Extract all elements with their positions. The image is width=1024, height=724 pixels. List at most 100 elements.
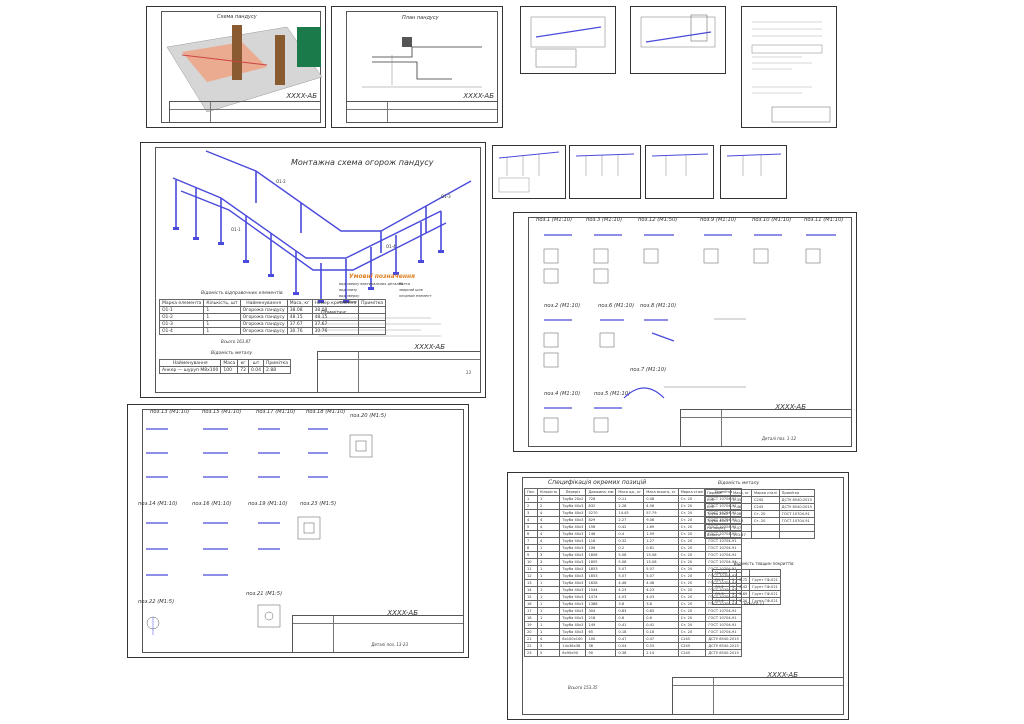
table-cell: Труба 40х3	[559, 516, 587, 524]
table-cell: 5.08	[615, 551, 645, 559]
table-cell: 106	[585, 544, 617, 552]
detail-label: поз.14 (М1:10)	[138, 501, 178, 507]
sheet-specification[interactable]: Специфікація окремих позицій Поз. Кількі…	[507, 472, 849, 720]
table-cell: 0.53	[643, 642, 679, 650]
table-cell: 1	[536, 614, 561, 622]
table-cell: Труба 40х3	[559, 579, 587, 587]
table-cell: ДСТУ 8540:2015	[778, 503, 816, 511]
table-cell: 0.41	[643, 621, 679, 629]
sheet-ramp-render[interactable]: Схема пандусу XXXX-AБ	[146, 6, 326, 128]
table-cell: 1	[524, 495, 538, 503]
sheet-ramp-plan[interactable]: План пандусу XXXX-AБ	[331, 6, 503, 128]
table-cell: ГОСТ 10704-91	[705, 621, 742, 629]
table-cell: ГОСТ 10704-91	[778, 517, 816, 525]
table-cell: 0.6	[615, 614, 645, 622]
table-cell: 4.46	[615, 579, 645, 587]
table-cell: 0.2	[615, 544, 645, 552]
table-cell: 5.07	[615, 572, 645, 580]
thumbnail-elevation-4[interactable]	[720, 145, 787, 199]
sheet-section-b[interactable]	[630, 6, 726, 74]
table-cell: 0.47	[615, 635, 645, 643]
sheet-code: XXXX-AБ	[286, 92, 317, 100]
table-cell: 116	[585, 537, 617, 545]
thumbnail-elevation-2[interactable]	[569, 145, 641, 199]
table-cell: С245	[677, 649, 707, 657]
table-cell: Ст. 20	[677, 565, 707, 573]
table-cell: 1	[536, 579, 561, 587]
table-cell: Примітка	[778, 489, 816, 497]
table-cell: 1	[536, 586, 561, 594]
col-header: Переріз	[559, 488, 587, 496]
table-cell: 18	[524, 614, 538, 622]
table-cell: 6х100х100	[559, 635, 587, 643]
detail-label: поз.1 (М1:10)	[536, 217, 573, 223]
sheet-code: XXXX-AБ	[767, 671, 798, 679]
sheet-details-1-12[interactable]: поз.1 (М1:10) поз.3 (М1:10) поз.12 (М1:5…	[513, 212, 857, 452]
table-cell: 23	[524, 649, 538, 657]
table-cell: Труба 20х2	[559, 495, 587, 503]
table-cell: 0.08	[643, 495, 679, 503]
table-cell: 5.07	[615, 565, 645, 573]
table-cell: 3	[524, 509, 538, 517]
thumbnail-elevation-3[interactable]	[645, 145, 714, 199]
detail-label: поз.17 (М1:10)	[256, 409, 296, 415]
table-cell: 20	[524, 628, 538, 636]
table-cell: Ст. 20	[677, 586, 707, 594]
table-cell: Труба 40х3	[559, 502, 587, 510]
col-header: Поз.	[524, 488, 538, 496]
table-cell: 7.46	[730, 503, 752, 511]
table-cell: t=6	[703, 496, 732, 504]
table-cell: 21	[524, 635, 538, 643]
table-cell: 14	[524, 586, 538, 594]
table-cell: 13	[524, 579, 538, 587]
table-cell: 0.83	[615, 607, 645, 615]
sheet-section-a[interactable]	[520, 6, 616, 74]
table-cell: Труба 40х3	[559, 621, 587, 629]
table-cell: Ст. 20	[677, 593, 707, 601]
sheet-code: XXXX-AБ	[775, 403, 806, 411]
table-cell: Труба 40х3	[559, 614, 587, 622]
table-cell: О1-3	[712, 590, 730, 598]
table1-title: Відомість відправочних елементів	[201, 291, 283, 296]
table-cell: Труба 20х2	[703, 510, 732, 518]
table-cell: Ст. 20	[677, 544, 707, 552]
table-cell	[750, 524, 780, 532]
table-cell: 11	[524, 565, 538, 573]
table-cell: 3	[536, 551, 561, 559]
table-cell: 304	[585, 607, 617, 615]
table-cell: 146	[585, 530, 617, 538]
table-cell: 1	[728, 597, 738, 605]
table-cell: 4	[536, 635, 561, 643]
table-cell: 1	[536, 572, 561, 580]
detail-label: поз.22 (М1:5)	[138, 599, 175, 605]
table-cell: 1544	[585, 586, 617, 594]
sheet-details-13-23[interactable]: поз.13 (М1:10) поз.15 (М1:10) поз.17 (М1…	[127, 404, 469, 658]
table-cell: 0.04	[615, 642, 645, 650]
thumbnail-elevation-1[interactable]	[492, 145, 566, 199]
table-cell: 1	[536, 593, 561, 601]
sheet-code: XXXX-AБ	[414, 343, 445, 351]
table-cell: ГОСТ 10704-91	[705, 628, 742, 636]
table-cell: ГОСТ 10704-91	[778, 510, 816, 518]
table-cell: Всього	[703, 531, 732, 539]
table-cell: 156	[585, 523, 617, 531]
table-cell: 5.07	[643, 565, 679, 573]
sheet-notes[interactable]	[741, 6, 837, 128]
table-cell: 57.79	[643, 509, 679, 517]
table-cell: 143.5	[730, 517, 752, 525]
table-cell: 15.08	[643, 551, 679, 559]
table-cell: 1	[536, 544, 561, 552]
table1-total: Всього 163.87	[221, 339, 251, 344]
table-cell: 2.20	[736, 597, 751, 605]
